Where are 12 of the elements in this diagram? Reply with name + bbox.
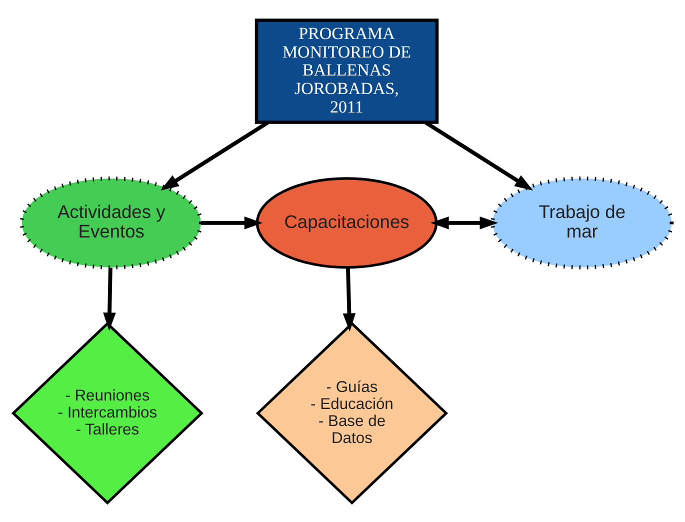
- arrow: [160, 120, 270, 190]
- arrow: [103, 267, 116, 330]
- node-diamond: - Guías - Educación - Base de Datos: [256, 321, 448, 504]
- node-ellipse: Capacitaciones: [256, 176, 438, 268]
- node-diamond: - Reuniones - Intercambios - Talleres: [11, 321, 204, 504]
- arrow: [201, 216, 263, 229]
- node-ellipse: Actividades y Eventos: [20, 176, 203, 269]
- node-box: PROGRAMA MONITOREO DE BALLENAS JOROBADAS, 2011: [254, 18, 439, 124]
- arrow: [424, 120, 534, 190]
- node-ellipse: Trabajo de mar: [490, 176, 674, 269]
- arrow: [430, 216, 498, 229]
- arrow: [342, 267, 356, 332]
